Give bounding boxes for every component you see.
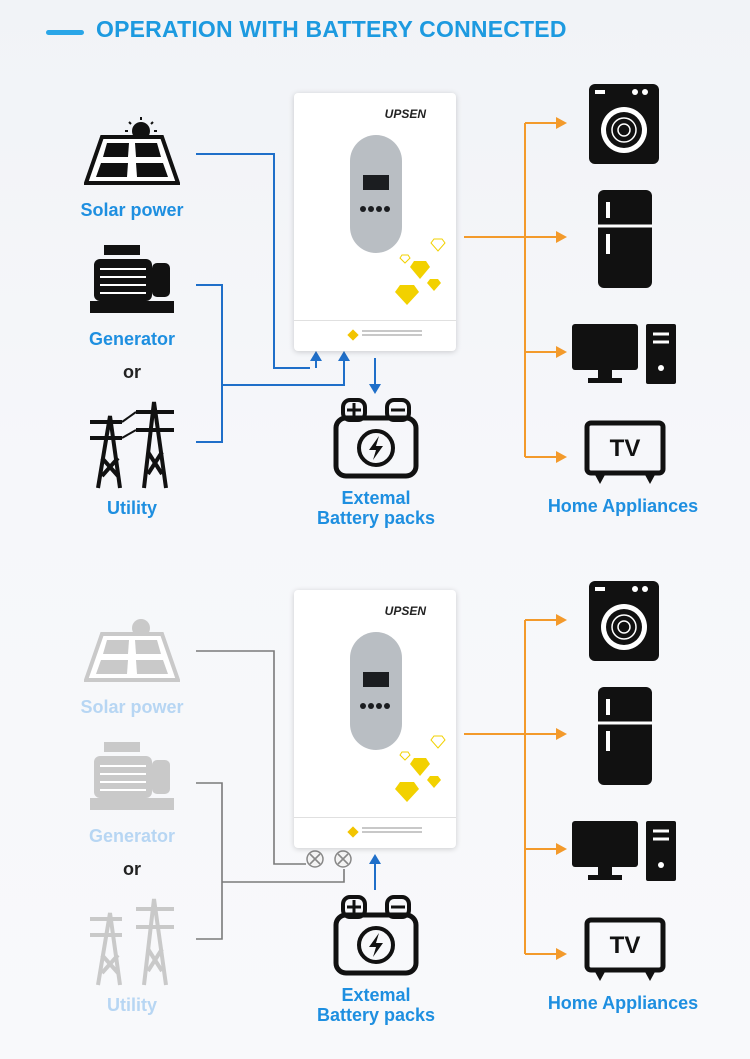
computer-icon [572, 324, 676, 384]
utility-label: Utility [106, 498, 157, 518]
battery-label-line1: Extemal [341, 985, 411, 1005]
disconnect-icon [306, 850, 352, 868]
battery-label: Extemal Battery packs [300, 488, 452, 528]
utility-tower-icon [90, 401, 174, 489]
washing-machine-icon [589, 84, 659, 164]
diamond-decoration [395, 238, 446, 305]
home-appliances-label: Home Appliances [547, 496, 699, 516]
grid-wire [222, 360, 345, 386]
hybrid-inverter: UPSEN [294, 93, 456, 351]
battery-label: Extemal Battery packs [300, 985, 452, 1025]
battery-charge-arrow [369, 384, 381, 394]
refrigerator-icon [598, 190, 652, 288]
brand-logo: UPSEN [384, 107, 426, 121]
tv-icon: TV [584, 420, 666, 484]
title-accent-bar [46, 30, 84, 35]
svg-text:TV: TV [610, 932, 641, 959]
solar-wire [196, 153, 310, 369]
lcd-screen [363, 175, 389, 190]
battery-label-line1: Extemal [341, 488, 411, 508]
control-panel [350, 135, 402, 253]
battery-icon [333, 398, 419, 479]
generator-icon [90, 245, 174, 313]
solar-panel-icon [84, 619, 180, 682]
utility-tower-icon [90, 898, 174, 986]
output-wires-2 [464, 619, 558, 955]
home-appliances-label: Home Appliances [547, 993, 699, 1013]
grid-input-arrow [338, 351, 350, 361]
solar-panel-icon [84, 117, 180, 185]
solar-power-label: Solar power [80, 200, 184, 220]
tv-icon: TV [584, 917, 666, 981]
generator-label: Generator [88, 826, 176, 846]
or-label: or [123, 362, 141, 382]
washing-machine-icon [589, 581, 659, 661]
battery-label-line2: Battery packs [316, 508, 436, 528]
generator-label: Generator [88, 329, 176, 349]
refrigerator-icon [598, 687, 652, 785]
control-buttons [360, 696, 394, 709]
or-label: or [123, 859, 141, 879]
generator-icon [90, 742, 174, 810]
solar-power-label: Solar power [80, 697, 184, 717]
hybrid-inverter: UPSEN [294, 590, 456, 848]
lcd-screen [363, 672, 389, 687]
battery-icon [333, 895, 419, 976]
utility-label: Utility [106, 995, 157, 1015]
input-wires-2 [196, 650, 345, 940]
diamond-decoration [395, 735, 446, 802]
svg-text:TV: TV [610, 435, 641, 462]
control-buttons [360, 199, 394, 212]
brand-logo: UPSEN [384, 604, 426, 618]
control-panel [350, 632, 402, 750]
grid-wire-vertical [196, 284, 223, 443]
solar-input-arrow [310, 351, 322, 361]
computer-icon [572, 821, 676, 881]
output-wires-1 [464, 122, 558, 458]
inverter-footer [294, 817, 456, 848]
page-title: OPERATION WITH BATTERY CONNECTED [96, 16, 567, 42]
input-wires-1 [196, 153, 345, 443]
inverter-footer [294, 320, 456, 351]
battery-discharge-arrow [369, 854, 381, 864]
battery-label-line2: Battery packs [316, 1005, 436, 1025]
